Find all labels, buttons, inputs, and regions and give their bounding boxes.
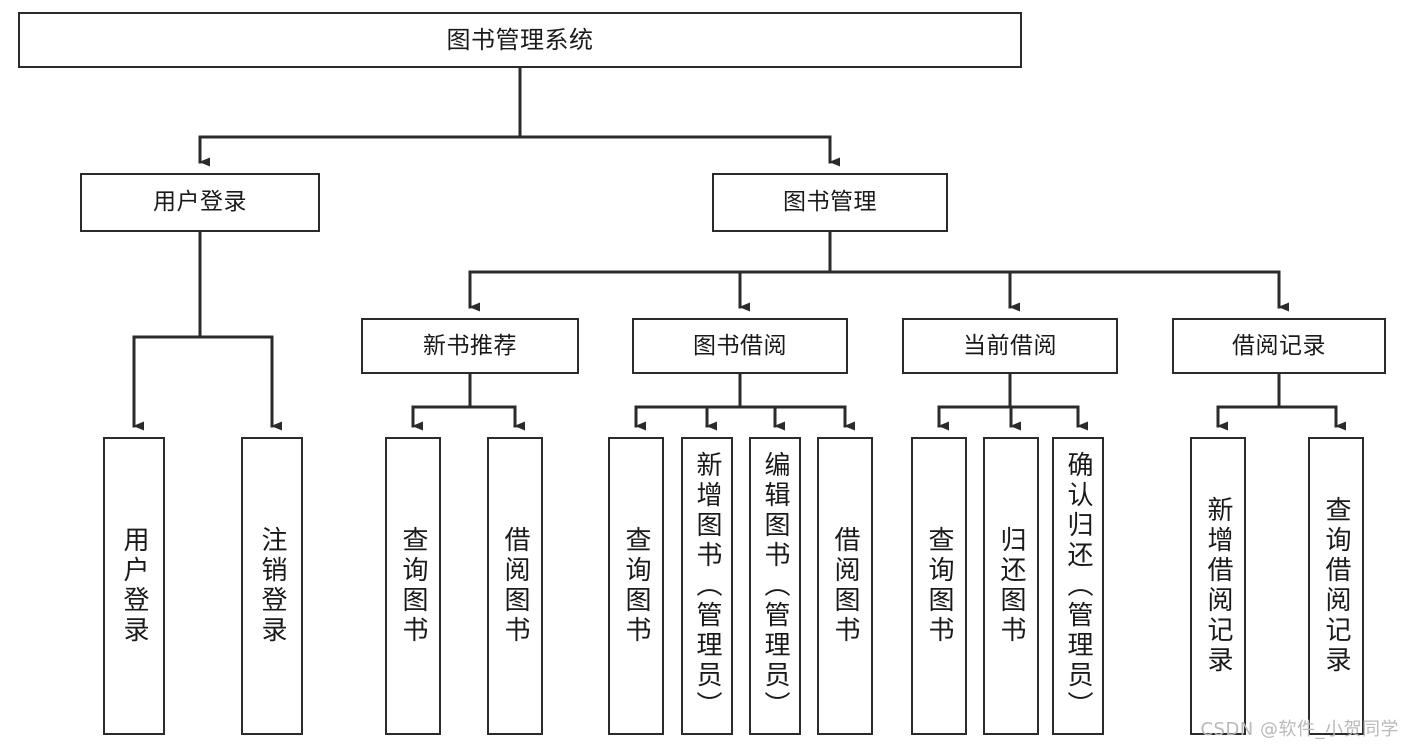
node-leaf-confirm-return[interactable]: 确认归还（管理员） xyxy=(1052,437,1104,735)
node-leaf-user-logout[interactable]: 注销登录 xyxy=(241,437,303,735)
node-book-admin[interactable]: 图书管理 xyxy=(712,173,948,232)
node-leaf-confirm-return-label: 确认归还（管理员） xyxy=(1063,451,1093,721)
node-new-book-rec[interactable]: 新书推荐 xyxy=(361,318,579,374)
node-book-admin-label: 图书管理 xyxy=(783,189,877,215)
node-leaf-query-record-label: 查询借阅记录 xyxy=(1321,496,1351,676)
node-book-borrow[interactable]: 图书借阅 xyxy=(632,318,848,374)
node-borrow-records-label: 借阅记录 xyxy=(1232,332,1326,359)
node-leaf-query-book-1[interactable]: 查询图书 xyxy=(385,437,441,735)
node-leaf-query-book-2[interactable]: 查询图书 xyxy=(608,437,664,735)
node-borrow-records[interactable]: 借阅记录 xyxy=(1172,318,1386,374)
node-leaf-return-book[interactable]: 归还图书 xyxy=(983,437,1039,735)
node-leaf-add-record[interactable]: 新增借阅记录 xyxy=(1190,437,1246,735)
node-leaf-user-login-label: 用户登录 xyxy=(119,526,149,646)
node-leaf-borrow-book-2-label: 借阅图书 xyxy=(830,526,860,646)
node-new-book-rec-label: 新书推荐 xyxy=(423,332,517,359)
node-leaf-add-record-label: 新增借阅记录 xyxy=(1203,496,1233,676)
node-leaf-borrow-book-2[interactable]: 借阅图书 xyxy=(817,437,873,735)
node-leaf-query-book-2-label: 查询图书 xyxy=(621,526,651,646)
node-user-login[interactable]: 用户登录 xyxy=(80,173,320,232)
node-current-borrow[interactable]: 当前借阅 xyxy=(902,318,1118,374)
node-leaf-add-book-label: 新增图书（管理员） xyxy=(692,451,722,721)
watermark-text: CSDN @软件_小贺同学 xyxy=(1200,719,1399,740)
node-leaf-user-logout-label: 注销登录 xyxy=(257,526,287,646)
node-leaf-edit-book-label: 编辑图书（管理员） xyxy=(760,451,790,721)
node-leaf-query-record[interactable]: 查询借阅记录 xyxy=(1308,437,1364,735)
node-root-label: 图书管理系统 xyxy=(446,26,594,54)
node-book-borrow-label: 图书借阅 xyxy=(693,332,787,359)
node-leaf-user-login[interactable]: 用户登录 xyxy=(103,437,165,735)
node-root[interactable]: 图书管理系统 xyxy=(18,12,1022,68)
node-leaf-query-book-3[interactable]: 查询图书 xyxy=(911,437,967,735)
node-leaf-add-book[interactable]: 新增图书（管理员） xyxy=(681,437,733,735)
node-leaf-query-book-1-label: 查询图书 xyxy=(398,526,428,646)
node-current-borrow-label: 当前借阅 xyxy=(963,332,1057,359)
node-user-login-label: 用户登录 xyxy=(153,189,247,215)
node-leaf-edit-book[interactable]: 编辑图书（管理员） xyxy=(749,437,801,735)
node-leaf-query-book-3-label: 查询图书 xyxy=(924,526,954,646)
node-leaf-borrow-book-1[interactable]: 借阅图书 xyxy=(487,437,543,735)
node-leaf-borrow-book-1-label: 借阅图书 xyxy=(500,526,530,646)
node-leaf-return-book-label: 归还图书 xyxy=(996,526,1026,646)
